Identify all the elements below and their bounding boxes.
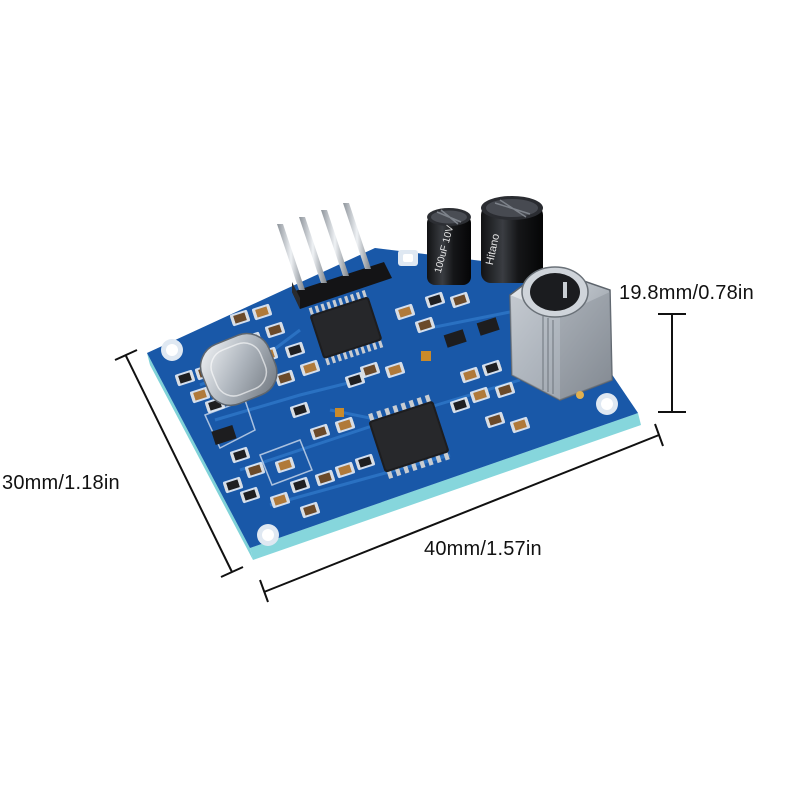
crystal-oscillator: [199, 332, 278, 407]
ic-chip-lower: [368, 394, 450, 479]
length-label: 40mm/1.57in: [424, 538, 542, 560]
smd-component: [469, 386, 491, 404]
header-pin: [321, 210, 349, 276]
capacitor-left: 100uF 10V: [427, 208, 471, 285]
smd-component: [264, 321, 286, 339]
smd-component: [299, 501, 321, 519]
smd-component: [239, 486, 261, 504]
smd-component: [484, 411, 506, 429]
smd-component: [359, 361, 381, 379]
smd-component: [424, 291, 446, 309]
pin-header: [277, 203, 392, 309]
smd-component: [251, 303, 273, 321]
smd-component: [414, 316, 436, 334]
smd-component: [229, 446, 251, 464]
smd-component: [354, 453, 376, 471]
smd-component: [299, 359, 321, 377]
height-label: 19.8mm/0.78in: [619, 282, 754, 304]
header-pin: [343, 203, 371, 269]
smd-component: [289, 401, 311, 419]
smd-component: [459, 366, 481, 384]
smd-component: [394, 303, 416, 321]
pcb-edge: [147, 353, 253, 560]
transistors: [211, 317, 500, 446]
dimension-lines: [114, 313, 686, 603]
smd-component: [494, 381, 516, 399]
smd-component: [189, 386, 211, 404]
smd-component: [334, 461, 356, 479]
transducer-face: [530, 273, 580, 311]
length-dimension-line: [263, 434, 660, 593]
smd-component: [314, 469, 336, 487]
smd-component: [481, 359, 503, 377]
header-pin: [277, 224, 305, 290]
capacitor-right: Hitano: [481, 196, 543, 283]
smd-component: [244, 461, 266, 479]
transducer-housing: [509, 266, 613, 401]
smd-component: [174, 369, 196, 387]
mounting-holes: [161, 250, 618, 546]
width-dimension-line: [125, 355, 233, 573]
smd-components: [174, 291, 531, 519]
pcb-front-edge: [250, 413, 641, 560]
smd-component: [274, 456, 296, 474]
smd-component: [344, 371, 366, 389]
smd-component: [309, 423, 331, 441]
smd-component: [334, 416, 356, 434]
smd-component: [284, 341, 306, 359]
smd-component: [222, 476, 244, 494]
smd-component: [509, 416, 531, 434]
smd-component: [229, 309, 251, 327]
width-label: 30mm/1.18in: [2, 472, 120, 494]
smd-component: [384, 361, 406, 379]
ic-chip-upper: [308, 290, 384, 366]
smd-component: [449, 291, 471, 309]
header-pin: [299, 217, 327, 283]
smd-component: [274, 369, 296, 387]
smd-component: [289, 476, 311, 494]
smd-component: [269, 491, 291, 509]
smd-component: [449, 396, 471, 414]
